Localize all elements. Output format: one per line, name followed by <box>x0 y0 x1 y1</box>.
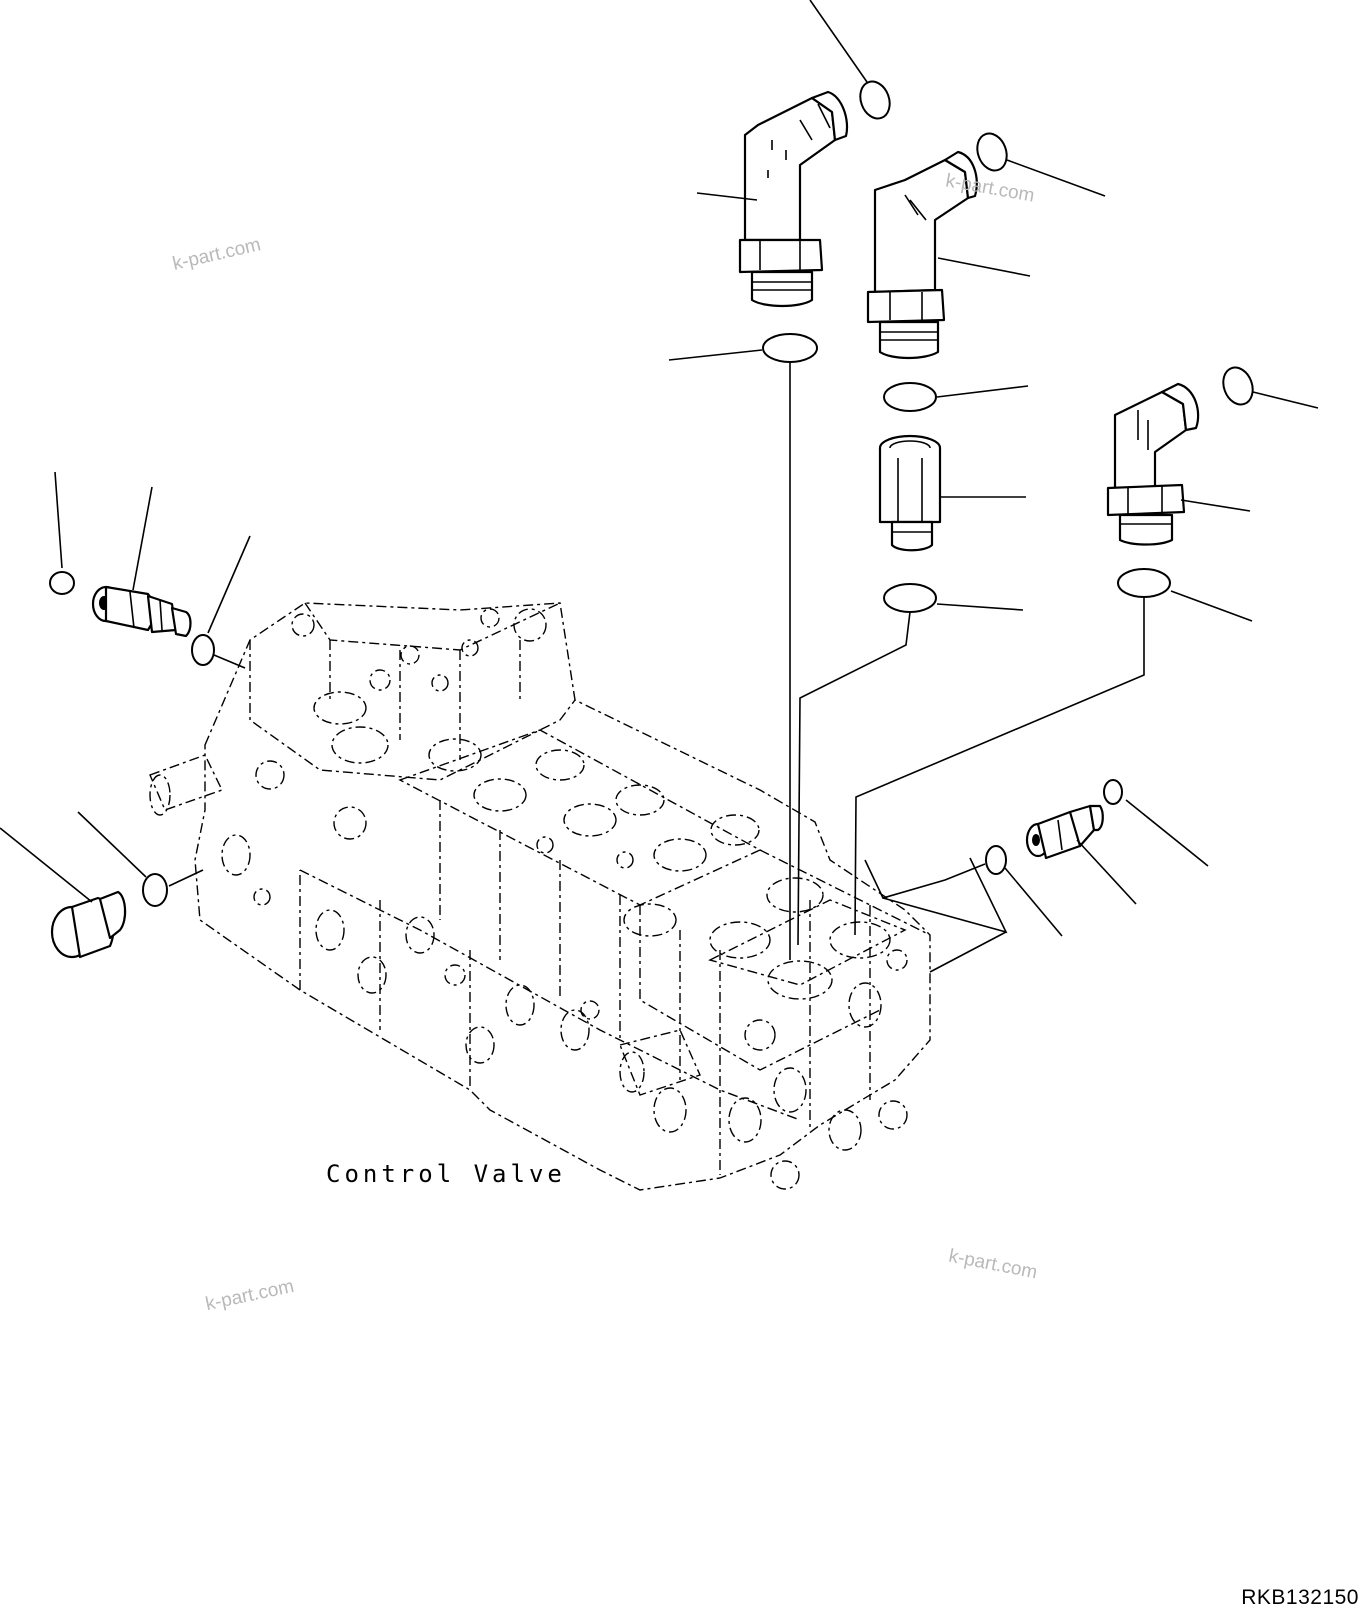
drawing-code: RKB132150 <box>1241 1586 1359 1609</box>
elbow-fitting-right <box>1106 382 1200 546</box>
elbow-fitting-upper-left <box>738 90 849 308</box>
o-rings <box>49 80 1254 907</box>
straight-adapter <box>878 434 942 552</box>
elbow-fitting-upper-right <box>866 150 978 360</box>
control-valve-caption: Control Valve <box>326 1160 566 1188</box>
left-straight-fitting <box>91 585 192 638</box>
right-straight-fitting <box>1025 804 1104 860</box>
plug <box>50 890 127 959</box>
leader-lines <box>0 0 1319 973</box>
